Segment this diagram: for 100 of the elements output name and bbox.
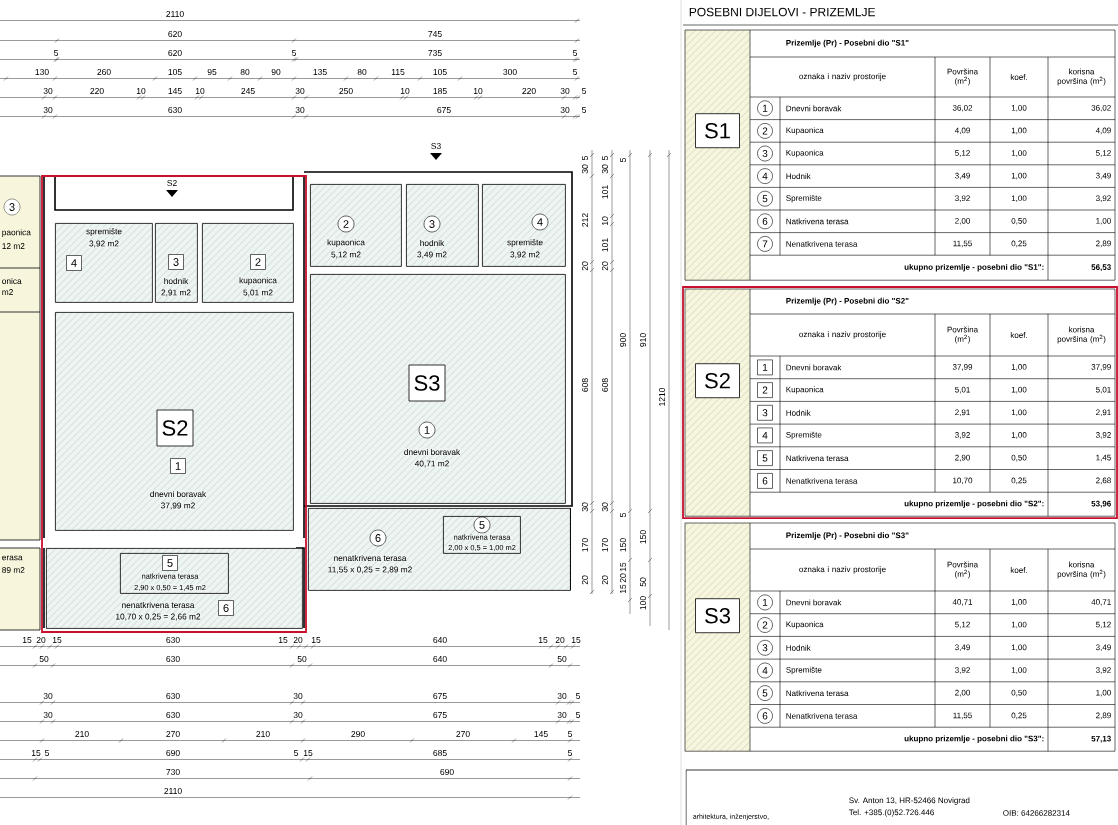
room-number: 1 — [418, 421, 436, 439]
table-cell: 2,89 — [1096, 712, 1111, 720]
column-header: oznaka i naziv prostorije — [799, 331, 886, 339]
room-label: 89 m2 — [1, 566, 26, 574]
room-label: 10,70 x 0,25 = 2,66 m2 — [114, 613, 202, 622]
dimension-value: 735 — [428, 50, 442, 56]
dimension-value: 2110 — [166, 11, 184, 17]
dimension-value: 15 — [278, 637, 288, 643]
page-title: POSEBNI DIJELOVI - PRIZEMLJE — [689, 7, 875, 17]
room-label: spremište — [85, 227, 123, 237]
table-cell: 0,25 — [1011, 240, 1027, 248]
dimension-value: 2110 — [164, 788, 182, 794]
dimension-value: 20 — [620, 573, 626, 583]
table-cell: 0,25 — [1011, 477, 1027, 485]
room-label: kupaonica — [326, 238, 366, 248]
dimension-value: 30 — [43, 107, 53, 113]
dimension-value: 15 — [571, 637, 581, 643]
dimension-value: 15 — [620, 584, 626, 594]
dimension-value: 50 — [297, 656, 307, 662]
row-number: 6 — [757, 213, 773, 230]
row-number: 2 — [757, 123, 773, 139]
dimension-value: 5 — [568, 731, 572, 737]
dimension-value: 30 — [582, 502, 588, 512]
table-cell: 2,68 — [1096, 477, 1111, 485]
total-value: 57,13 — [1091, 735, 1111, 743]
column-header: Površina (m$^{2}$) — [947, 561, 979, 579]
dimension-value: 15 — [52, 637, 62, 643]
table-cell: 1,00 — [1011, 621, 1027, 629]
dimension-value: 30 — [582, 164, 588, 174]
dimension-value: 5 — [573, 50, 577, 56]
dimension-value: 30 — [293, 712, 303, 718]
room-label: 3,92 m2 — [88, 239, 120, 249]
dimension-value: 5 — [582, 88, 586, 94]
column-header: oznaka i naziv prostorije — [799, 566, 886, 574]
dimension-value: 135 — [313, 69, 327, 75]
dimension-value: 10 — [195, 88, 205, 94]
dimension-value: 20 — [582, 261, 588, 271]
dimension-value: 101 — [602, 185, 608, 199]
table-cell: Kupaonica — [786, 386, 824, 394]
dimension-value: 675 — [433, 712, 447, 718]
row-number: 1 — [757, 100, 773, 117]
room-label: kupaonica — [238, 276, 278, 286]
dimension-value: 608 — [582, 378, 588, 392]
column-header: Površina (m$^{2}$) — [947, 326, 979, 344]
dimension-value: 105 — [433, 69, 447, 75]
dimension-value: 1210 — [659, 387, 665, 406]
table-cell: 3,49 — [955, 172, 970, 180]
table-cell: 2,89 — [1096, 240, 1111, 248]
entrance-label: S3 — [431, 143, 441, 149]
table-cell: Dnevni boravak — [786, 599, 842, 606]
table-header: Prizemlje (Pr) - Posebni dio "S2" — [786, 297, 909, 306]
dimension-value: 185 — [433, 88, 447, 94]
room-label: 12 m2 — [1, 242, 26, 250]
table-cell: Hodnik — [786, 173, 811, 180]
table-cell: Natkrivena terasa — [786, 218, 849, 225]
table-cell: Hodnik — [786, 644, 811, 651]
dimension-value: 30 — [43, 693, 53, 699]
dimension-value: 80 — [240, 69, 250, 75]
row-number: 4 — [757, 662, 773, 679]
room-label: dnevni boravak — [403, 448, 461, 456]
table-cell: 1,00 — [1011, 409, 1027, 417]
dimension-value: 290 — [351, 731, 365, 737]
room-number: 3 — [3, 198, 21, 216]
table-cell: 3,92 — [955, 195, 970, 202]
table-cell: 3,49 — [1095, 644, 1111, 652]
dimension-value: 5 — [602, 156, 608, 160]
table-cell: 1,00 — [1011, 105, 1027, 112]
dimension-value: 5 — [573, 69, 577, 75]
dimension-value: 101 — [602, 238, 608, 252]
table-cell: 1,00 — [1011, 172, 1027, 180]
dimension-value: 15 — [311, 637, 321, 643]
room-number: 6 — [369, 529, 387, 547]
column-header: koef. — [1010, 74, 1027, 80]
table-cell: Dnevni boravak — [786, 364, 842, 371]
dimension-value: 15 — [31, 750, 41, 756]
dimension-value: 210 — [256, 731, 270, 737]
dimension-value: 115 — [391, 69, 405, 75]
table-cell: 3,92 — [955, 667, 970, 674]
room-label: spremište — [506, 238, 544, 248]
row-number: 5 — [757, 685, 773, 701]
table-cell: 5,12 — [955, 621, 970, 629]
unit-label: S2 — [695, 363, 740, 399]
dimension-value: 5 — [568, 750, 572, 756]
dimension-value: 30 — [557, 712, 567, 718]
dimension-value: 15 — [538, 637, 548, 643]
entrance-label: S2 — [167, 180, 177, 186]
table-cell: 1,45 — [1096, 454, 1111, 462]
table-cell: 0,25 — [1011, 712, 1027, 720]
table-cell: Natkrivena terasa — [786, 690, 849, 697]
room-label: hodnik — [163, 277, 189, 285]
dimension-value: 675 — [433, 693, 447, 699]
table-cell: 1,00 — [1011, 599, 1027, 606]
room-label: hodnik — [419, 239, 445, 247]
dimension-value: 130 — [35, 69, 49, 75]
table-cell: 2,00 — [955, 689, 970, 697]
dimension-value: 5 — [582, 107, 586, 113]
dimension-value: 5 — [582, 156, 588, 160]
table-cell: 1,00 — [1011, 667, 1027, 674]
dimension-value: 20 — [36, 637, 46, 643]
dimension-value: 900 — [620, 333, 626, 347]
